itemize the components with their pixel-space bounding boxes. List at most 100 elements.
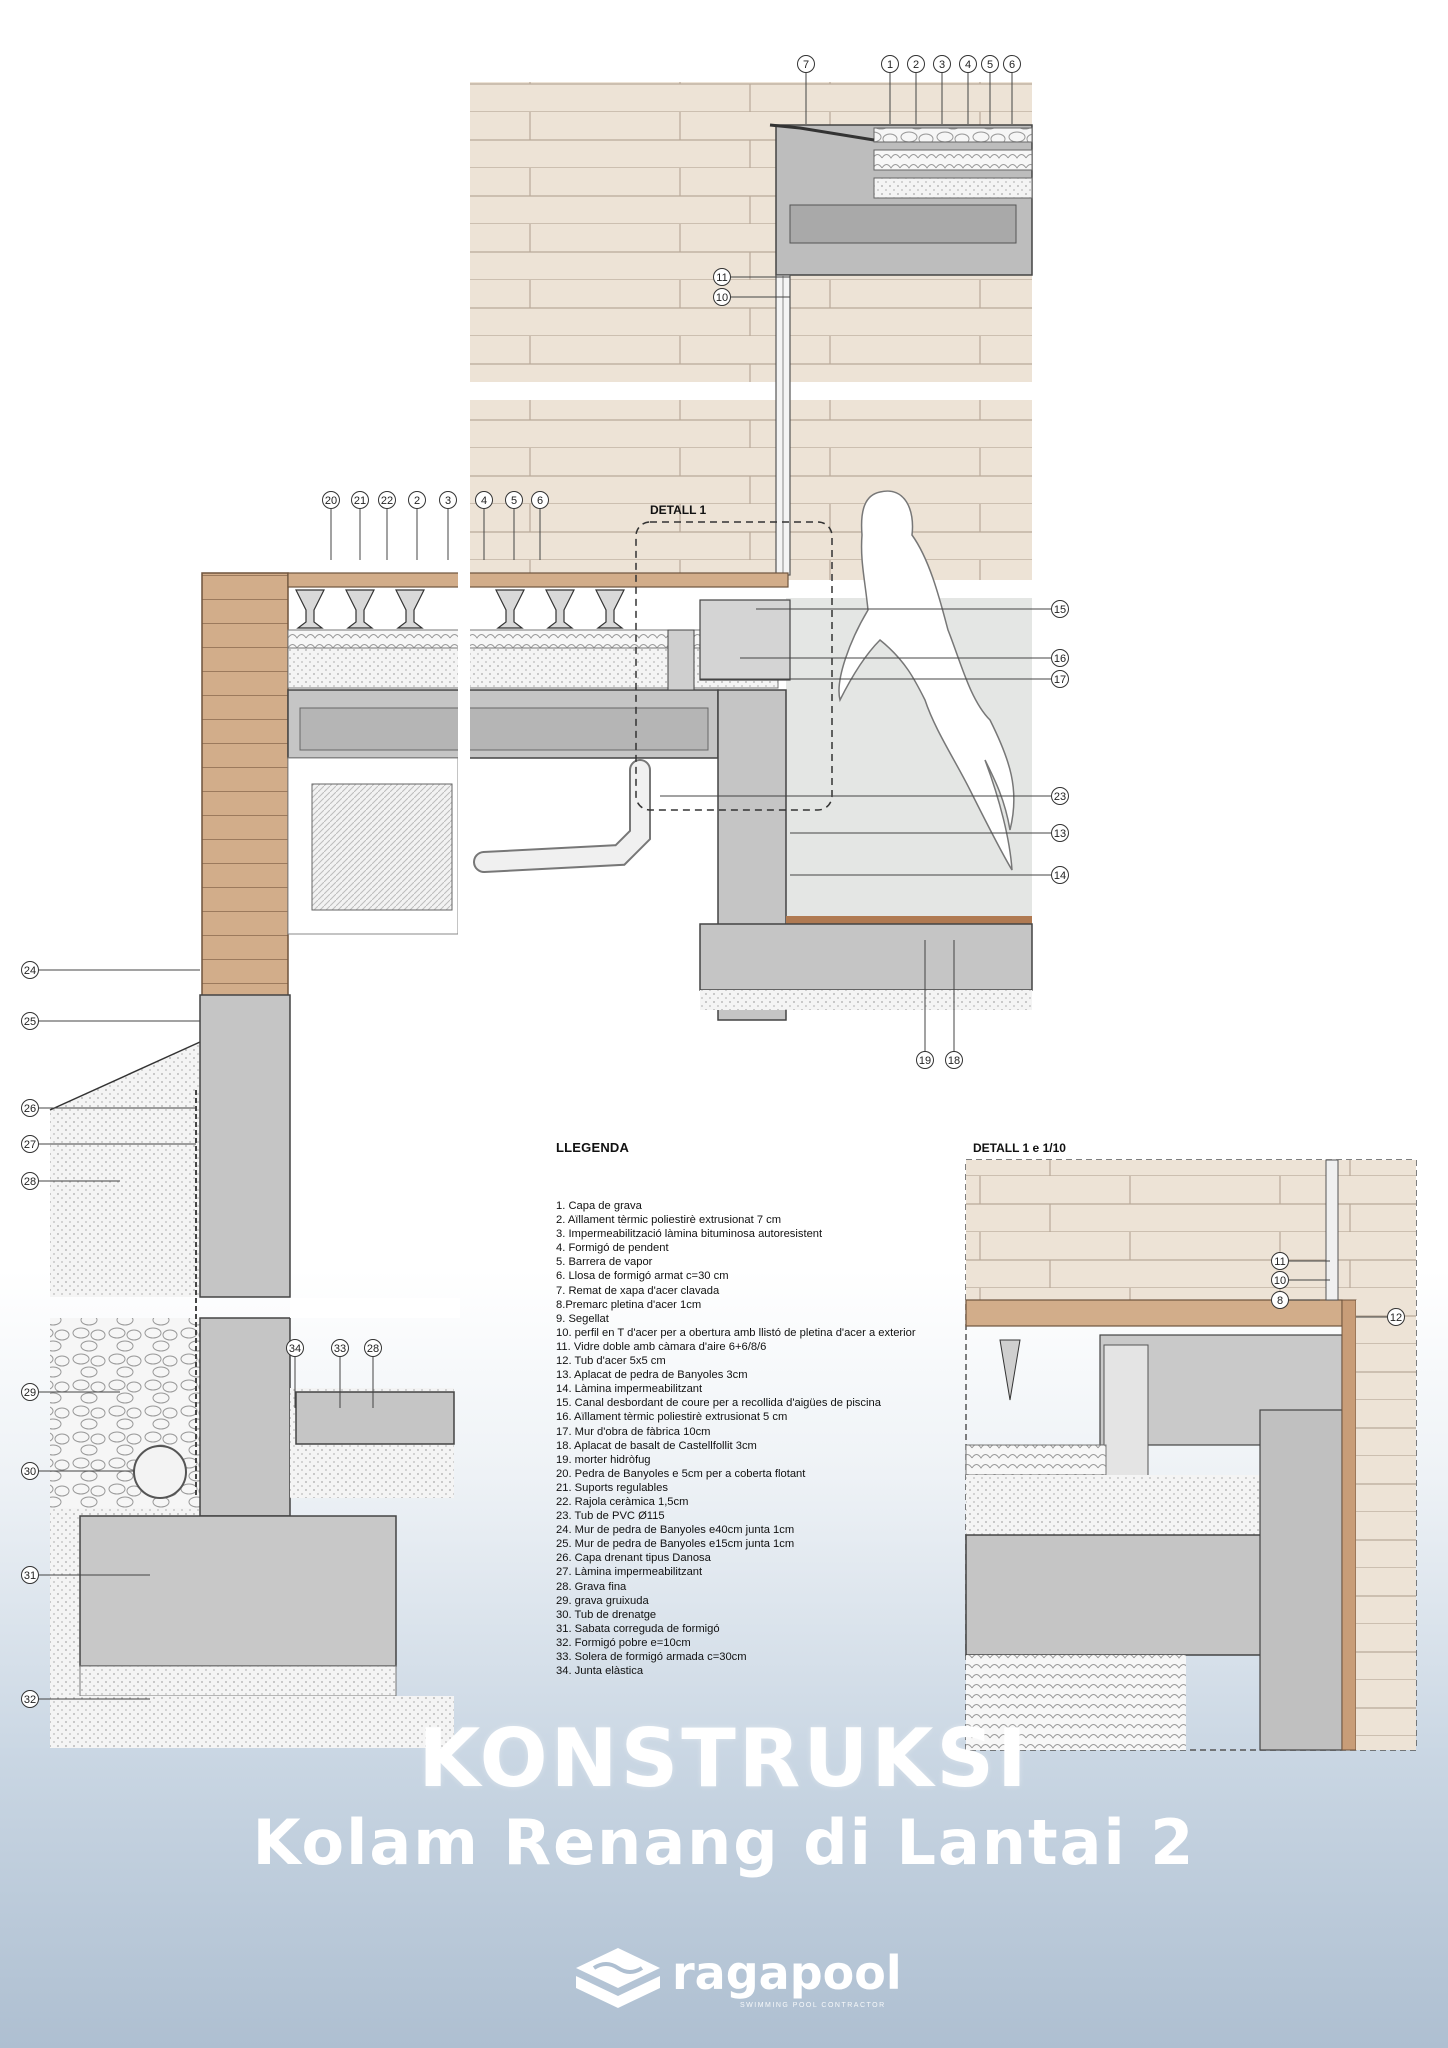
page-title: KONSTRUKSI (418, 1712, 1030, 1805)
callout-number: 31 (24, 1570, 36, 1582)
callout-number: 3 (445, 495, 451, 507)
callout-circle (713, 288, 731, 306)
legend-item: 15. Canal desbordant de coure per a reco… (556, 1397, 881, 1410)
legend-item: 20. Pedra de Banyoles e 5cm per a cobert… (556, 1467, 806, 1480)
callout-circle (1051, 600, 1069, 618)
callout-circle (959, 55, 977, 73)
callout-circle (1387, 1308, 1405, 1326)
callout-circle (439, 491, 457, 509)
callout-number: 4 (965, 59, 971, 71)
legend-item: 22. Rajola ceràmica 1,5cm (556, 1495, 689, 1508)
callout-circle (1271, 1291, 1289, 1309)
callout-circle (21, 1099, 39, 1117)
legend-item: 1. Capa de grava (556, 1200, 642, 1212)
vertical-break (458, 560, 470, 940)
callout-number: 28 (24, 1176, 36, 1188)
callout-circle (1051, 787, 1069, 805)
legend-item: 7. Remat de xapa d'acer clavada (556, 1284, 720, 1297)
callout-circle (1051, 649, 1069, 667)
callout-number: 27 (24, 1139, 36, 1151)
callout-circle (981, 55, 999, 73)
callout-number: 22 (381, 495, 393, 507)
callout-number: 34 (289, 1343, 301, 1355)
adjustable-supports (295, 589, 625, 629)
callout-circle (797, 55, 815, 73)
legend-item: 27. Làmina impermeabilitzant (556, 1566, 703, 1579)
callout-circle (378, 491, 396, 509)
legend-item: 21. Suports regulables (556, 1481, 668, 1494)
callout-circle (713, 268, 731, 286)
callout-number: 14 (1054, 870, 1066, 882)
callout-circle (881, 55, 899, 73)
legend-item: 17. Mur d'obra de fàbrica 10cm (556, 1425, 711, 1438)
callout-circle (286, 1339, 304, 1357)
legend-item: 10. perfil en T d'acer per a obertura am… (556, 1326, 916, 1339)
callout-number: 20 (325, 495, 337, 507)
legend-item: 12. Tub d'acer 5x5 cm (556, 1355, 666, 1368)
legend-item: 3. Impermeabilització làmina bituminosa … (556, 1228, 823, 1241)
legend-item: 18. Aplacat de basalt de Castellfollit 3… (556, 1439, 757, 1452)
legend-item: 9. Segellat (556, 1312, 609, 1325)
support-pedestal (295, 589, 325, 629)
support-pedestal (545, 589, 575, 629)
callout-circle (21, 1012, 39, 1030)
detail-enlarged (965, 1159, 1417, 1751)
legend-item: 4. Formigó de pendent (556, 1242, 669, 1255)
legend-item: 16. Aïllament tèrmic poliestirè extrusio… (556, 1411, 788, 1424)
callout-circle (331, 1339, 349, 1357)
callout-number: 10 (1274, 1275, 1286, 1287)
callout-circle (364, 1339, 382, 1357)
callout-number: 8 (1277, 1295, 1283, 1307)
hatched-panel (311, 783, 453, 911)
legend-item: 32. Formigó pobre e=10cm (556, 1636, 691, 1649)
legend-item: 11. Vidre doble amb càmara d'aire 6+6/8/… (556, 1340, 767, 1353)
detail-1-outline (635, 521, 833, 811)
callout-number: 32 (24, 1694, 36, 1706)
callout-number: 2 (913, 59, 919, 71)
callout-circle (531, 491, 549, 509)
callout-number: 11 (1274, 1256, 1285, 1268)
callout-number: 26 (24, 1103, 36, 1115)
callout-circle (1271, 1252, 1289, 1270)
callout-number: 12 (1390, 1312, 1402, 1324)
legend-item: 13. Aplacat de pedra de Banyoles 3cm (556, 1369, 748, 1382)
legend-item: 26. Capa drenant tipus Danosa (556, 1552, 711, 1565)
callout-circle (322, 491, 340, 509)
wall-break (470, 382, 1032, 400)
callout-number: 5 (511, 495, 517, 507)
callout-circle (933, 55, 951, 73)
callout-number: 28 (367, 1343, 379, 1355)
callout-number: 2 (414, 495, 420, 507)
legend-item: 24. Mur de pedra de Banyoles e40cm junta… (556, 1524, 795, 1537)
brand-tagline: SWIMMING POOL CONTRACTOR (740, 2002, 886, 2009)
callout-number: 10 (716, 292, 728, 304)
terrace-floor (287, 572, 789, 759)
legend-item: 2. Aïllament tèrmic poliestirè extrusion… (556, 1214, 782, 1227)
callout-circle (21, 1566, 39, 1584)
detail-scale-label: DETALL 1 e 1/10 (973, 1141, 1066, 1155)
legend-item: 28. Grava fina (556, 1580, 627, 1593)
callout-number: 24 (24, 965, 36, 977)
detail-1-label: DETALL 1 (650, 503, 707, 517)
callout-number: 30 (24, 1466, 36, 1478)
support-pedestal (495, 589, 525, 629)
callout-number: 7 (803, 59, 809, 71)
callout-circle (907, 55, 925, 73)
callout-circle (351, 491, 369, 509)
callout-number: 29 (24, 1387, 36, 1399)
callout-circle (1271, 1271, 1289, 1289)
legend-list: 1. Capa de grava 2. Aïllament tèrmic poli… (556, 1199, 918, 1678)
legend-item: 14. Làmina impermeabilitzant (556, 1383, 703, 1396)
callout-number: 4 (481, 495, 487, 507)
callout-number: 11 (716, 272, 727, 284)
swimmer-figure (838, 490, 1015, 871)
callout-circle (21, 1135, 39, 1153)
stone-wall-lower (470, 400, 1032, 580)
legend-item: 29. grava gruixuda (556, 1594, 649, 1607)
callout-number: 15 (1054, 604, 1066, 616)
callout-number: 3 (939, 59, 945, 71)
callout-circle (408, 491, 426, 509)
callout-number: 23 (1054, 791, 1066, 803)
